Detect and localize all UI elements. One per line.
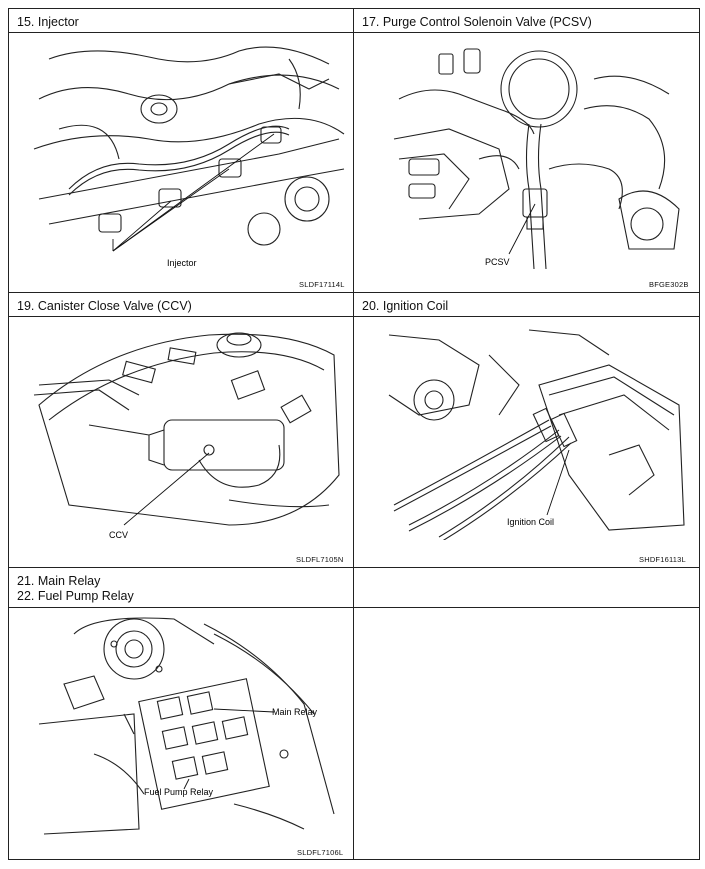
injector-callout: Injector <box>167 258 197 268</box>
figure-code: SLDF17114L <box>299 280 345 289</box>
ignition-coil-callout: Ignition Coil <box>507 517 554 527</box>
ccv-callout: CCV <box>109 530 128 540</box>
panel-title: 19. Canister Close Valve (CCV) <box>9 293 353 317</box>
ignition-coil-illustration: Ignition Coil <box>379 325 694 540</box>
panel-title: 15. Injector <box>9 9 353 33</box>
empty-cell <box>354 568 700 860</box>
panel-ignition-coil: 20. Ignition Coil <box>354 293 700 567</box>
fuel-pump-relay-callout: Fuel Pump Relay <box>144 787 214 797</box>
figure-code: SLDFL7106L <box>297 848 344 857</box>
column-divider <box>353 9 354 860</box>
ccv-illustration: CCV <box>29 325 349 540</box>
empty-header <box>354 568 700 608</box>
panel-title: 20. Ignition Coil <box>354 293 700 317</box>
main-relay-callout: Main Relay <box>272 707 318 717</box>
panel-title: 21. Main Relay 22. Fuel Pump Relay <box>9 568 353 608</box>
panel-pcsv: 17. Purge Control Solenoin Valve (PCSV) <box>354 9 700 292</box>
panel-title: 17. Purge Control Solenoin Valve (PCSV) <box>354 9 700 33</box>
panel-title-line-main-relay: 21. Main Relay <box>17 574 101 588</box>
panel-ccv: 19. Canister Close Valve (CCV) <box>9 293 353 567</box>
injector-illustration: Injector <box>29 39 349 269</box>
panel-injector: 15. Injector <box>9 9 353 292</box>
component-location-table: 15. Injector <box>8 8 700 860</box>
pcsv-callout: PCSV <box>485 257 510 267</box>
panel-title-line-fuel-pump-relay: 22. Fuel Pump Relay <box>17 589 134 603</box>
panel-relays: 21. Main Relay 22. Fuel Pump Relay <box>9 568 353 860</box>
relay-illustration: Main Relay Fuel Pump Relay <box>34 614 349 839</box>
figure-code: SHDF16113L <box>639 555 686 564</box>
row-divider <box>9 292 700 293</box>
figure-code: BFGE302B <box>649 280 689 289</box>
pcsv-illustration: PCSV <box>389 39 689 269</box>
figure-code: SLDFL7105N <box>296 555 344 564</box>
row-divider <box>9 567 700 568</box>
